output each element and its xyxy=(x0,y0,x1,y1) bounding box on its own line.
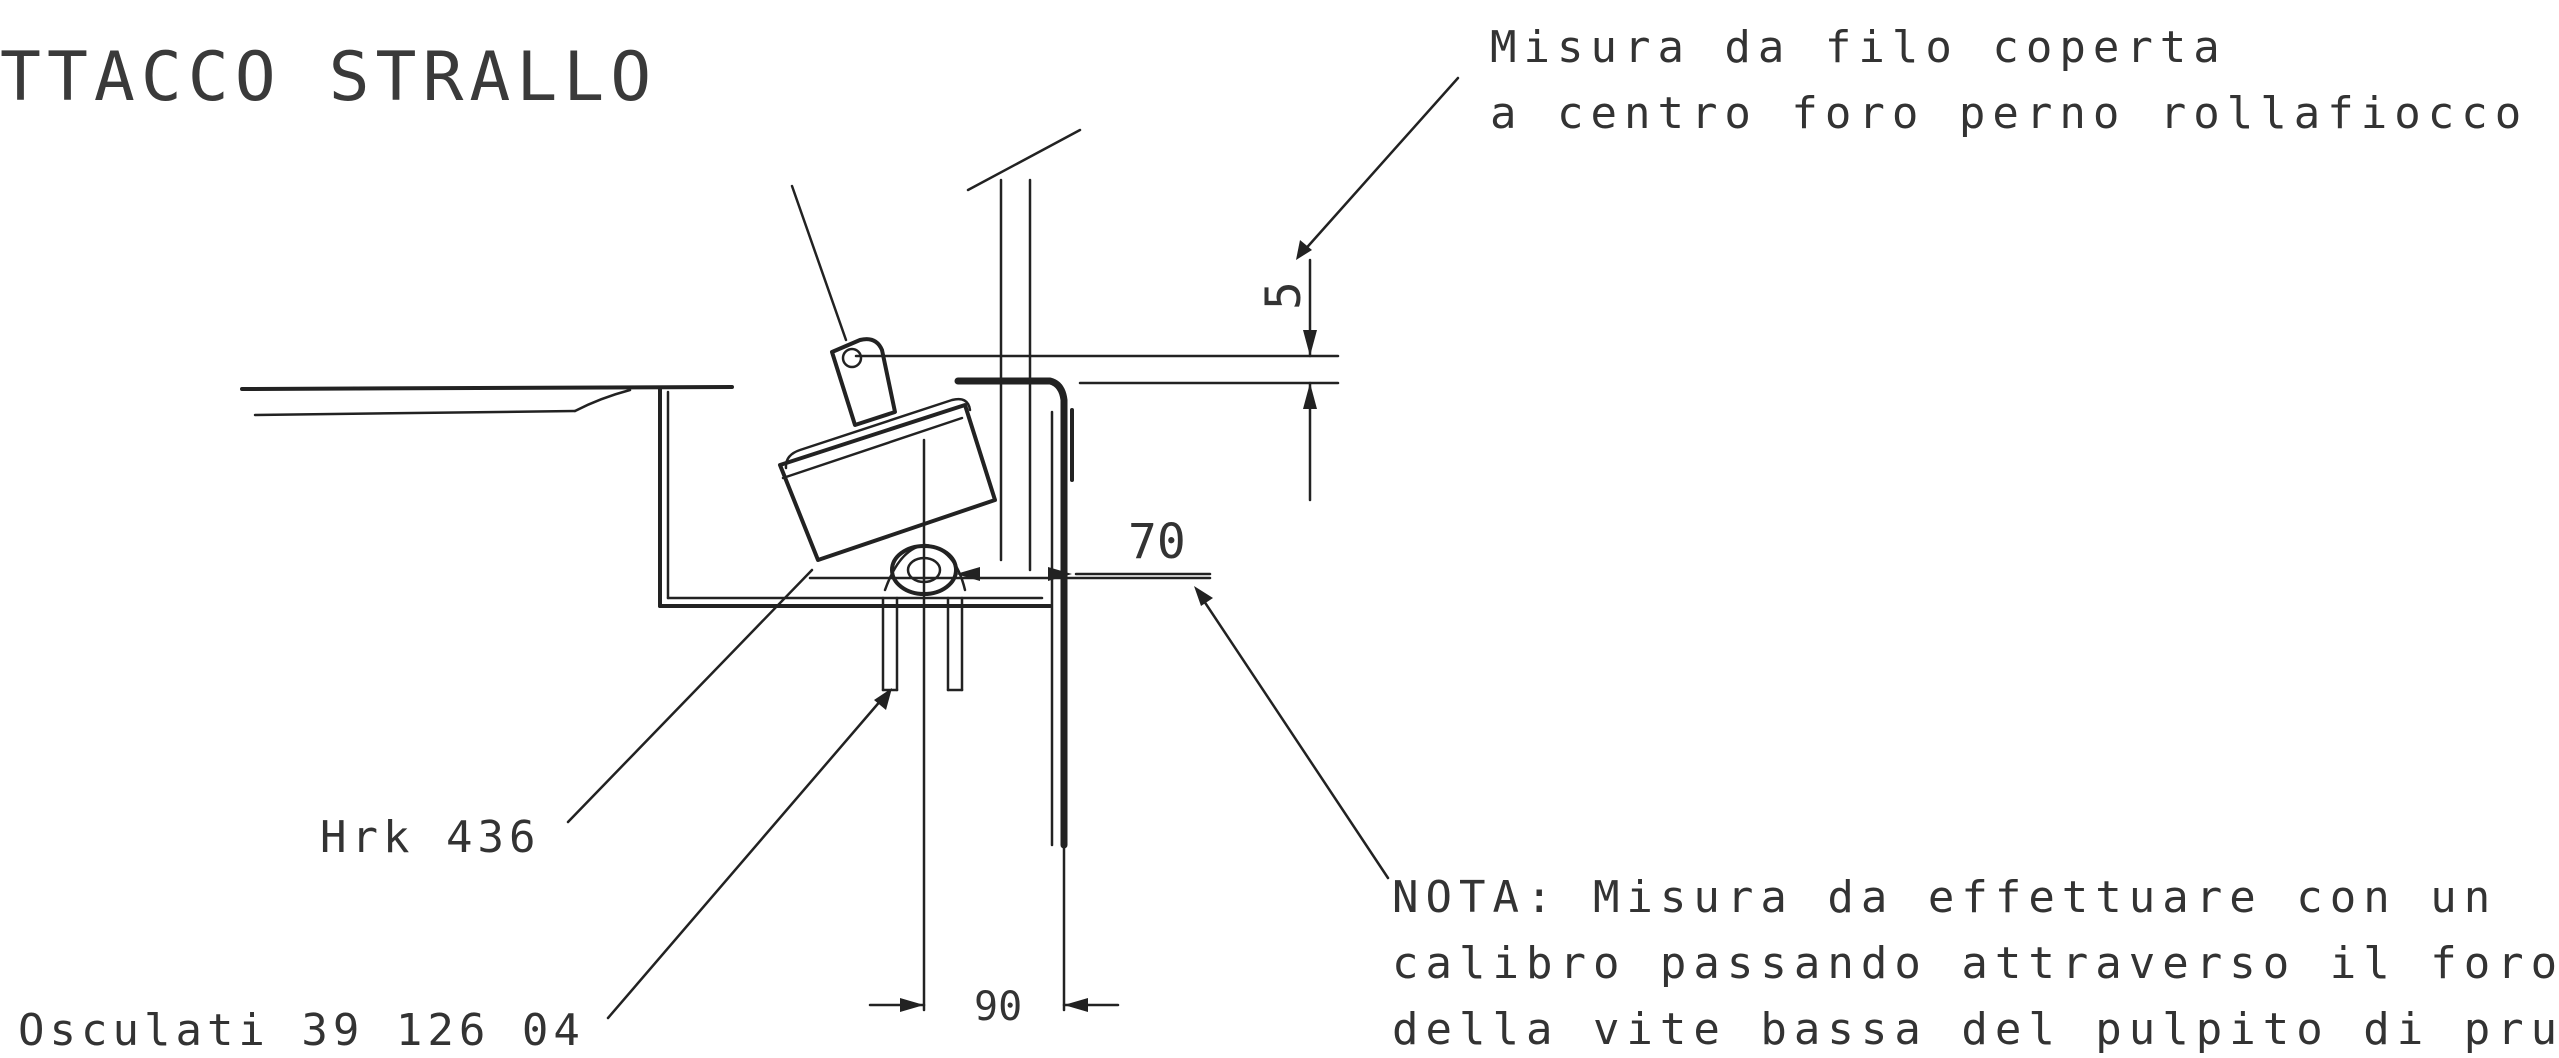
nota-line-3: della vite bassa del pulpito di prua xyxy=(1392,1004,2559,1055)
label-bolt: Osculati 39 126 04 xyxy=(18,688,892,1056)
dimension-horizontal-lower-value: 90 xyxy=(974,984,1022,1030)
deck-measure-note-line-2: a centro foro perno rollafiocco xyxy=(1490,88,2528,139)
label-bolt-text: Osculati 39 126 04 xyxy=(18,1005,585,1056)
pulpit-tube xyxy=(966,128,1082,572)
nota-leader xyxy=(1194,586,1390,880)
label-fitting: Hrk 436 xyxy=(320,568,814,863)
drawing-title: TTACCO STRALLO xyxy=(0,38,657,117)
nota-note: NOTA: Misura da effettuare con un calibr… xyxy=(1392,872,2559,1055)
deck-plate xyxy=(240,385,734,417)
deck-measure-note-line-1: Misura da filo coperta xyxy=(1490,22,2227,73)
nota-line-2: calibro passando attraverso il foro xyxy=(1392,938,2559,989)
dimension-vertical: 5 xyxy=(854,258,1340,502)
deck-bracket xyxy=(658,387,1052,608)
bolt xyxy=(881,596,964,692)
stem-plate xyxy=(954,377,1074,849)
dimension-horizontal-lower: 90 xyxy=(868,438,1120,1030)
deck-measure-leader xyxy=(1296,76,1460,260)
nota-line-1: NOTA: Misura da effettuare con un xyxy=(1392,872,2497,923)
label-fitting-text: Hrk 436 xyxy=(320,812,540,863)
dimension-horizontal-upper: 70 xyxy=(808,514,1212,581)
deck-measure-note: Misura da filo coperta a centro foro per… xyxy=(1490,22,2528,139)
dimension-vertical-value: 5 xyxy=(1256,281,1312,310)
furler-fitting xyxy=(778,184,997,562)
dimension-horizontal-upper-value: 70 xyxy=(1128,514,1186,570)
